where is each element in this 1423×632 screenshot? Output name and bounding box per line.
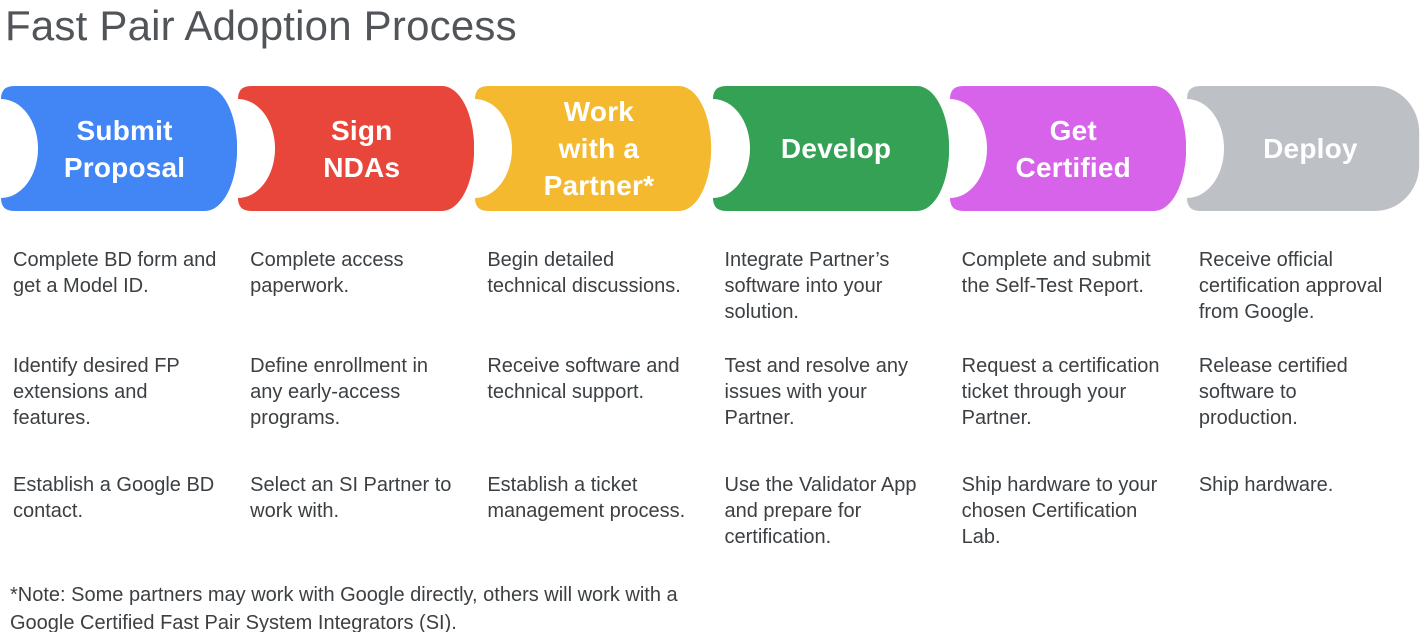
- step-item: Ship hardware.: [1198, 474, 1334, 496]
- step-item: Complete BD form and get a Model ID.: [13, 249, 217, 297]
- stage-bullet-shape: [949, 86, 1186, 211]
- stage-get-certified: Get Certified: [949, 86, 1186, 211]
- stage-bullet-shape: [238, 86, 475, 211]
- stage-label: Submit Proposal: [63, 114, 186, 183]
- step-item: Receive software and technical support.: [487, 355, 680, 403]
- step-item: Complete and submit the Self-Test Report…: [961, 249, 1151, 297]
- stage-shape-path: [1, 86, 238, 211]
- step-item: Receive official certification approval …: [1198, 249, 1383, 323]
- step-item: Select an SI Partner to work with.: [250, 474, 452, 522]
- step-item: Release certified software to production…: [1198, 355, 1348, 429]
- process-stage-row: Submit Proposal Sign NDAs Work with a Pa…: [0, 86, 1423, 211]
- steps-submit-proposal: Complete BD form and get a Model ID. Ide…: [0, 247, 237, 550]
- step-item: Test and resolve any issues with your Pa…: [724, 355, 908, 429]
- step-item: Integrate Partner’s software into your s…: [724, 249, 890, 323]
- stage-work-with-partner: Work with a Partner*: [474, 86, 712, 211]
- stage-shape-path: [949, 86, 1186, 211]
- step-item: Begin detailed technical discussions.: [487, 249, 681, 297]
- step-item: Use the Validator App and prepare for ce…: [724, 474, 917, 548]
- step-item: Request a certification ticket through y…: [961, 355, 1160, 429]
- stage-develop: Develop: [712, 86, 949, 211]
- stage-label: Deploy: [1263, 133, 1358, 164]
- stage-shape-path: [712, 86, 949, 211]
- steps-develop: Integrate Partner’s software into your s…: [712, 247, 949, 550]
- steps-sign-ndas: Complete access paperwork. Define enroll…: [237, 247, 474, 550]
- stage-label: Work with a Partner*: [543, 96, 655, 201]
- step-item: Establish a Google BD contact.: [13, 474, 215, 522]
- stage-label: Sign NDAs: [323, 114, 401, 183]
- step-item: Establish a ticket management process.: [487, 474, 686, 522]
- stage-submit-proposal: Submit Proposal: [0, 86, 238, 211]
- step-item: Complete access paperwork.: [250, 249, 404, 297]
- stage-shape-path: [238, 86, 475, 211]
- step-item: Ship hardware to your chosen Certificati…: [961, 474, 1158, 548]
- stage-endcap-shape: [1186, 86, 1419, 211]
- stage-deploy: Deploy: [1186, 86, 1423, 211]
- stage-bullet-shape: [712, 86, 949, 211]
- stage-steps-grid: Complete BD form and get a Model ID. Ide…: [0, 247, 1423, 550]
- stage-sign-ndas: Sign NDAs: [237, 86, 475, 211]
- page-title: Fast Pair Adoption Process: [5, 2, 517, 49]
- stage-shape-path: [1186, 86, 1419, 211]
- footnote: *Note: Some partners may work with Googl…: [10, 584, 678, 632]
- steps-work-with-partner: Begin detailed technical discussions. Re…: [474, 247, 711, 550]
- stage-shape-path: [475, 86, 712, 211]
- stage-label: Get Certified: [1015, 114, 1131, 183]
- stage-label: Develop: [780, 133, 892, 164]
- steps-get-certified: Complete and submit the Self-Test Report…: [949, 247, 1186, 550]
- step-item: Identify desired FP extensions and featu…: [13, 355, 180, 429]
- stage-bullet-shape: [1, 86, 238, 211]
- step-item: Define enrollment in any early-access pr…: [250, 355, 429, 429]
- stage-bullet-shape: [475, 86, 712, 211]
- steps-deploy: Receive official certification approval …: [1186, 247, 1423, 550]
